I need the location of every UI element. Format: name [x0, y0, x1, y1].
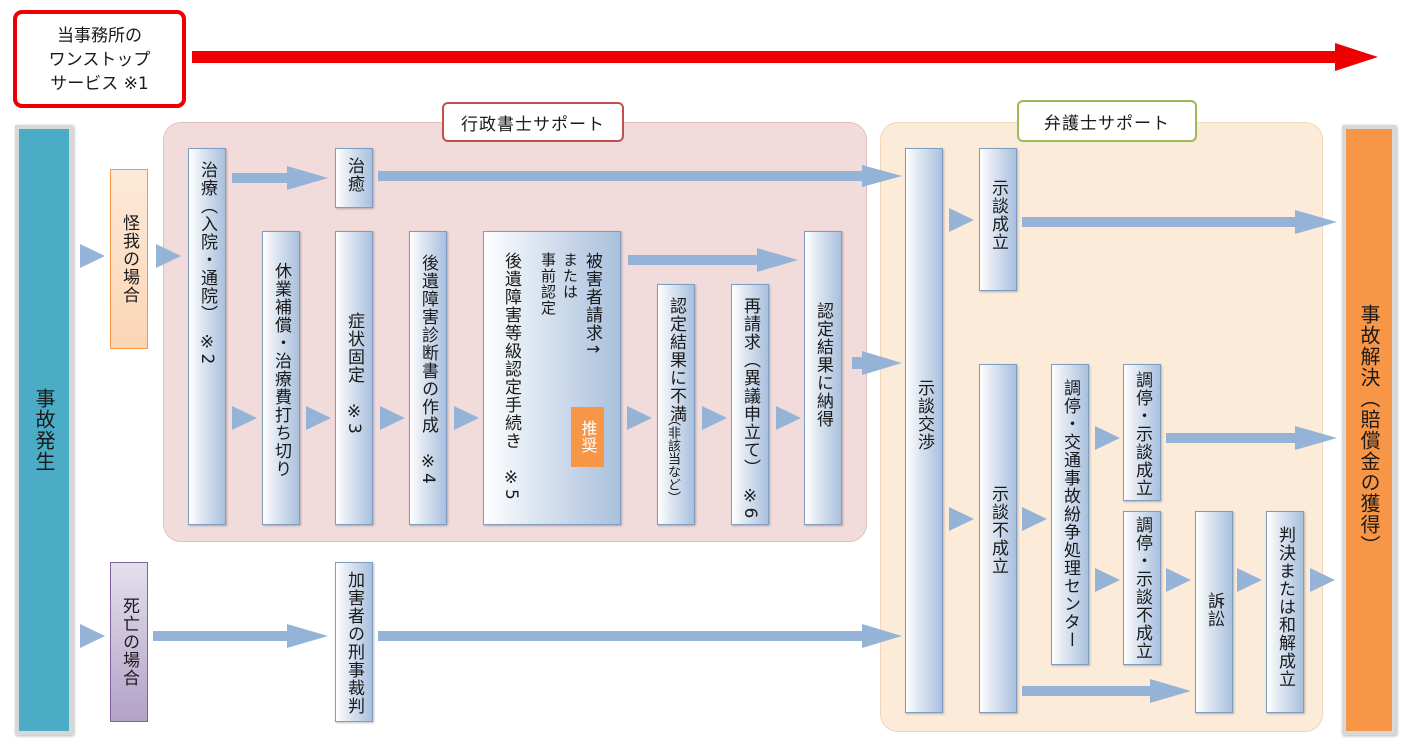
accident-occurs-bar: 事故発生 — [15, 125, 73, 735]
dissatisfied-note: （非該当など） — [665, 413, 680, 504]
prior-certification-label: 事前認定 — [539, 252, 557, 316]
criminal-trial-box: 加害者の刑事裁判 — [335, 562, 373, 722]
settlement-box: 示談成立 — [979, 148, 1017, 291]
arrow-mediation-to-failed — [1095, 568, 1120, 592]
treatment-label: 治療（入院・通院） ※2 — [197, 161, 217, 366]
mediation-failed-box: 調停・示談不成立 — [1123, 511, 1161, 665]
arrow-rerequest-to-satisfied — [776, 406, 801, 430]
accident-resolution-label: 事故解決（賠償金の獲得） — [1357, 304, 1381, 556]
certification-options: 被害者請求↑ または 事前認定 — [528, 252, 603, 382]
arrow-negotiation-to-settlement — [949, 208, 974, 232]
arrow-to-death — [80, 624, 105, 648]
arrow-treatment-to-leave — [232, 406, 257, 430]
one-stop-service-label: 当事務所の ワンストップ サービス ※1 — [13, 10, 186, 108]
satisfied-box: 認定結果に納得 — [804, 231, 842, 525]
no-settlement-box: 示談不成立 — [979, 364, 1017, 713]
satisfied-label: 認定結果に納得 — [813, 302, 833, 428]
arrow-cert-to-dissatisfied — [627, 406, 652, 430]
diagnosis-box: 後遺障害診断書の作成 ※4 — [409, 231, 447, 525]
negotiation-label: 示談交渉 — [914, 379, 934, 451]
arrow-cure-to-negotiation — [378, 165, 902, 187]
death-case-label: 死亡の場合 — [119, 597, 139, 687]
arrow-settlement-to-resolution — [1022, 210, 1337, 234]
arrow-to-injury — [80, 244, 105, 268]
leave-compensation-label: 休業補償・治療費打ち切り — [271, 262, 291, 478]
arrow-nosettlement-to-lawsuit — [1022, 679, 1191, 703]
criminal-trial-label: 加害者の刑事裁判 — [344, 571, 364, 715]
arrow-cert-to-satisfied — [628, 248, 798, 272]
mediation-settled-box: 調停・示談成立 — [1123, 364, 1161, 501]
arrow-treatment-to-cure — [232, 166, 328, 190]
arrow-injury-to-treatment — [156, 244, 181, 268]
arrow-mediation-to-settled — [1095, 426, 1120, 450]
certification-procedure-text: 後遺障害等級認定手続き ※5 — [500, 252, 522, 505]
arrow-trial-to-negotiation — [378, 624, 902, 648]
accident-occurs-label: 事故発生 — [32, 388, 56, 472]
judgment-label: 判決または和解成立 — [1275, 526, 1295, 688]
recommended-badge: 推奨 — [571, 407, 604, 467]
injury-case-label: 怪我の場合 — [119, 214, 139, 304]
admin-support-title: 行政書士サポート — [442, 102, 624, 142]
victim-claim-label: 被害者請求↑ — [582, 252, 602, 358]
dissatisfied-label: 認定結果に不満 — [666, 297, 686, 423]
diagnosis-label: 後遺障害診断書の作成 ※4 — [418, 254, 438, 485]
accident-resolution-bar: 事故解決（賠償金の獲得） — [1342, 125, 1396, 735]
mediation-center-box: 調停・交通事故紛争処理センター — [1051, 364, 1089, 665]
dissatisfied-box: 認定結果に不満 （非該当など） — [657, 284, 695, 525]
arrow-judgment-to-resolution — [1310, 568, 1335, 592]
mediation-settled-label: 調停・示談成立 — [1132, 371, 1152, 497]
or-label: または — [561, 252, 579, 300]
re-request-label: 再請求（異議申立て） ※6 — [740, 297, 760, 520]
arrow-settled-to-resolution — [1166, 426, 1337, 450]
leave-compensation-box: 休業補償・治療費打ち切り — [262, 231, 300, 525]
lawsuit-box: 訴訟 — [1195, 511, 1233, 713]
mediation-failed-label: 調停・示談不成立 — [1132, 516, 1152, 660]
injury-case-box: 怪我の場合 — [110, 169, 148, 349]
recommended-label: 推奨 — [578, 420, 598, 454]
certification-procedure-label: 後遺障害等級認定手続き ※5 — [501, 252, 521, 501]
settlement-label: 示談成立 — [988, 179, 1008, 251]
arrow-diagnosis-to-cert — [454, 406, 479, 430]
no-settlement-label: 示談不成立 — [988, 485, 1008, 575]
symptom-fixed-box: 症状固定 ※3 — [335, 231, 373, 525]
judgment-box: 判決または和解成立 — [1266, 511, 1304, 713]
death-case-box: 死亡の場合 — [110, 562, 148, 722]
arrow-fixed-to-diagnosis — [380, 406, 405, 430]
arrow-negotiation-to-nosettlement — [949, 507, 974, 531]
cure-box: 治癒 — [335, 148, 373, 208]
arrow-nosettlement-to-mediation — [1022, 507, 1047, 531]
arrow-leave-to-fixed — [306, 406, 331, 430]
arrow-satisfied-to-negotiation — [852, 351, 902, 375]
re-request-box: 再請求（異議申立て） ※6 — [731, 284, 769, 525]
symptom-fixed-label: 症状固定 ※3 — [344, 312, 364, 435]
lawyer-support-title: 弁護士サポート — [1017, 100, 1197, 142]
arrow-lawsuit-to-judgment — [1237, 568, 1262, 592]
arrow-dissatisfied-to-rerequest — [702, 406, 727, 430]
arrow-death-to-trial — [153, 624, 328, 648]
mediation-center-label: 調停・交通事故紛争処理センター — [1060, 379, 1080, 649]
cure-label: 治癒 — [344, 157, 364, 193]
certification-procedure-box — [483, 231, 621, 525]
one-stop-red-arrow — [192, 43, 1378, 71]
lawsuit-label: 訴訟 — [1204, 592, 1224, 628]
negotiation-box: 示談交渉 — [905, 148, 943, 713]
treatment-box: 治療（入院・通院） ※2 — [188, 148, 226, 525]
arrow-failed-to-lawsuit — [1166, 568, 1191, 592]
